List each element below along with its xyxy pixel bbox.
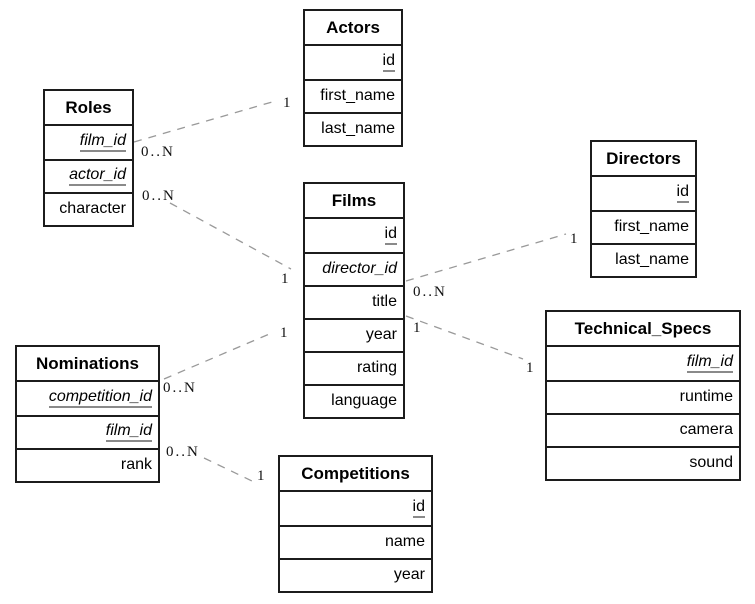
column-row: rating <box>305 351 403 384</box>
table-roles: Roles film_id actor_id character <box>43 89 134 227</box>
column-row: runtime <box>547 380 739 413</box>
relationship-line-nominations-competitions <box>203 457 253 482</box>
column-name: id <box>382 52 395 73</box>
column-row: film_id <box>45 126 132 159</box>
cardinality-label: 1 <box>281 271 291 287</box>
column-row: character <box>45 192 132 225</box>
column-name: rank <box>120 456 152 474</box>
column-name: runtime <box>679 388 733 406</box>
column-name: camera <box>679 421 733 439</box>
cardinality-label: 0..N <box>163 380 197 396</box>
column-row: id <box>305 219 403 252</box>
cardinality-label: 0..N <box>141 144 175 160</box>
column-name: id <box>384 225 397 246</box>
column-row: film_id <box>547 347 739 380</box>
column-row: camera <box>547 413 739 446</box>
column-row: director_id <box>305 252 403 285</box>
table-title: Technical_Specs <box>547 312 739 347</box>
table-title: Actors <box>305 11 401 46</box>
column-row: last_name <box>305 112 401 145</box>
table-title: Nominations <box>17 347 158 382</box>
cardinality-label: 0..N <box>413 284 447 300</box>
column-name: competition_id <box>48 388 152 409</box>
table-title: Films <box>305 184 403 219</box>
column-row: film_id <box>17 415 158 448</box>
cardinality-label: 1 <box>283 95 293 111</box>
table-competitions: Competitions id name year <box>278 455 433 593</box>
column-name: first_name <box>614 218 689 236</box>
relationship-line-nominations-films <box>163 331 275 380</box>
column-name: last_name <box>321 120 395 138</box>
cardinality-label: 1 <box>257 468 267 484</box>
table-title: Roles <box>45 91 132 126</box>
column-name: first_name <box>320 87 395 105</box>
column-name: actor_id <box>69 166 126 187</box>
column-row: language <box>305 384 403 417</box>
column-row: actor_id <box>45 159 132 192</box>
relationship-line-films-directors <box>405 233 567 282</box>
column-row: sound <box>547 446 739 479</box>
column-row: first_name <box>305 79 401 112</box>
column-row: year <box>305 318 403 351</box>
column-row: first_name <box>592 210 695 243</box>
cardinality-label: 1 <box>526 360 536 376</box>
cardinality-label: 0..N <box>142 188 176 204</box>
column-row: id <box>280 492 431 525</box>
column-row: id <box>305 46 401 79</box>
column-row: name <box>280 525 431 558</box>
cardinality-label: 0..N <box>166 444 200 460</box>
column-name: language <box>331 392 397 410</box>
column-name: film_id <box>105 422 152 443</box>
relationship-line-roles-actors <box>133 101 273 143</box>
column-name: last_name <box>615 251 689 269</box>
column-row: rank <box>17 448 158 481</box>
cardinality-label: 1 <box>570 231 580 247</box>
table-title: Directors <box>592 142 695 177</box>
column-row: title <box>305 285 403 318</box>
column-name: rating <box>356 359 397 377</box>
column-name: id <box>412 498 425 519</box>
column-name: year <box>365 326 397 344</box>
column-row: last_name <box>592 243 695 276</box>
column-name: sound <box>689 454 733 472</box>
cardinality-label: 1 <box>413 320 423 336</box>
column-name: character <box>59 200 126 218</box>
relationship-line-films-technical_specs <box>405 315 524 360</box>
column-name: year <box>393 566 425 584</box>
cardinality-label: 1 <box>280 325 290 341</box>
column-name: director_id <box>322 260 397 278</box>
column-row: competition_id <box>17 382 158 415</box>
column-name: id <box>676 183 689 204</box>
column-name: name <box>384 533 425 551</box>
column-name: film_id <box>79 132 126 153</box>
column-name: title <box>372 293 397 311</box>
table-actors: Actors id first_name last_name <box>303 9 403 147</box>
column-row: year <box>280 558 431 591</box>
column-name: film_id <box>686 353 733 374</box>
table-title: Competitions <box>280 457 431 492</box>
relationship-line-roles-films <box>169 202 292 270</box>
table-directors: Directors id first_name last_name <box>590 140 697 278</box>
column-row: id <box>592 177 695 210</box>
